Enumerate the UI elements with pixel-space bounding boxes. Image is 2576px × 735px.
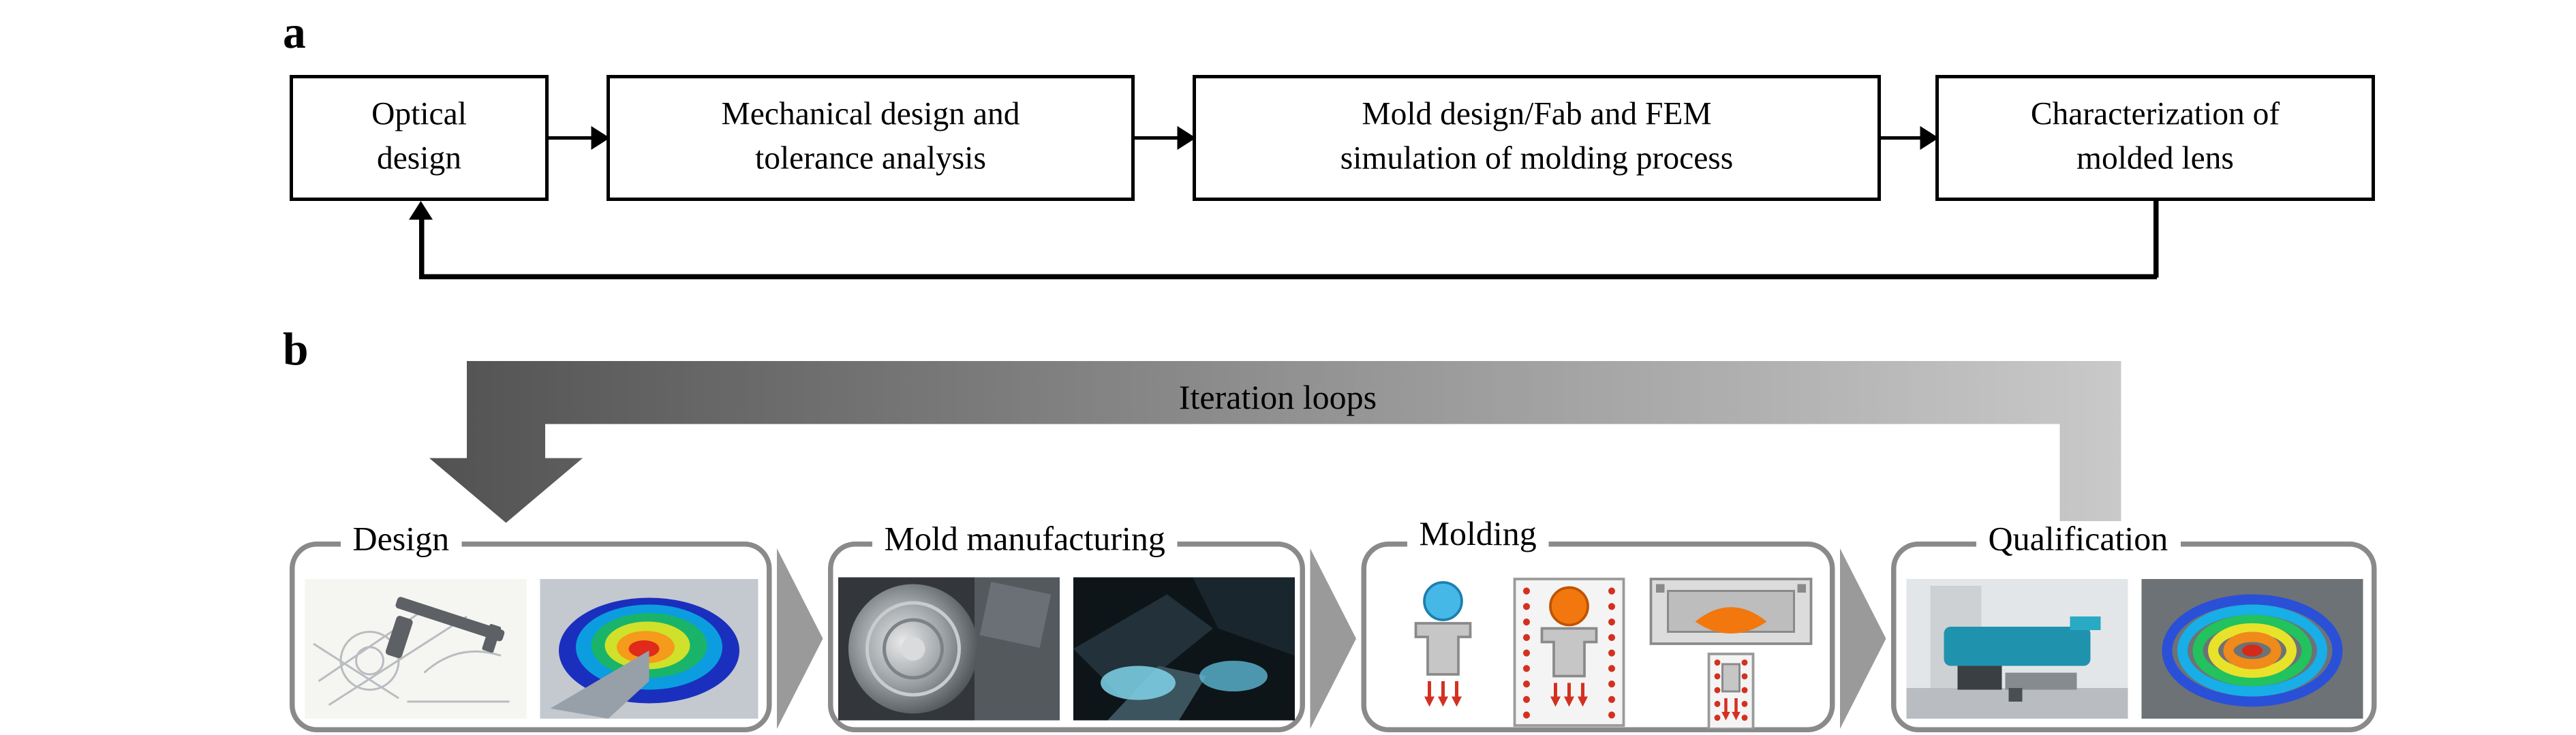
- stage-label-mold-manufacturing: Mold manufacturing: [872, 521, 1178, 561]
- feedback-line-left: [419, 218, 424, 278]
- flow-box-mold-design: Mold design/Fab and FEM simulation of mo…: [1193, 75, 1881, 201]
- technical-drawing-with-caliper-image: [304, 579, 526, 719]
- stage-card-molding: [1361, 542, 1835, 732]
- stage-arrow-icon: [1310, 548, 1356, 729]
- stage-card-design: [290, 542, 772, 732]
- flow-box-characterization: Characterization of molded lens: [1935, 75, 2375, 201]
- flow-box-mechanical-design: Mechanical design and tolerance analysis: [607, 75, 1135, 201]
- stage-arrow-icon: [1840, 548, 1886, 729]
- stage-card-qualification: [1891, 542, 2377, 732]
- flow-arrow-3: [1881, 127, 1939, 148]
- lathe-machining-photo-image: [838, 577, 1060, 721]
- molding-card-body: [1366, 547, 1830, 729]
- stage-label-design: Design: [341, 521, 461, 561]
- stage-arrow-icon: [777, 548, 823, 729]
- feedback-arrowhead-icon: [409, 201, 433, 220]
- mold-manufacturing-card-body: [833, 547, 1300, 728]
- surface-measurement-map-image: [2141, 579, 2363, 719]
- cnc-machine-photo-image: [1073, 577, 1295, 721]
- iteration-loop-arrow-icon: [429, 361, 2121, 552]
- flow-arrow-1: [549, 127, 610, 148]
- molding-process-diagrams-image: [1414, 578, 1813, 729]
- qualification-card-body: [1897, 547, 2372, 728]
- stage-label-qualification: Qualification: [1976, 521, 2180, 561]
- stage-card-mold-manufacturing: [828, 542, 1305, 732]
- panel-a-label: a: [283, 7, 306, 58]
- stage-label-molding: Molding: [1407, 516, 1549, 555]
- flow-box-optical-design: Optical design: [290, 75, 549, 201]
- heating-step: [1414, 581, 1472, 707]
- panel-b-label: b: [283, 324, 309, 375]
- feedback-line-bottom: [419, 274, 2157, 279]
- flow-arrow-2: [1135, 127, 1196, 148]
- design-card-body: [295, 547, 767, 728]
- iteration-loops-label: Iteration loops: [1178, 379, 1377, 418]
- fem-lens-simulation-image: [539, 579, 758, 719]
- feedback-line-right: [2153, 201, 2158, 278]
- metrology-instrument-photo-image: [1905, 579, 2128, 719]
